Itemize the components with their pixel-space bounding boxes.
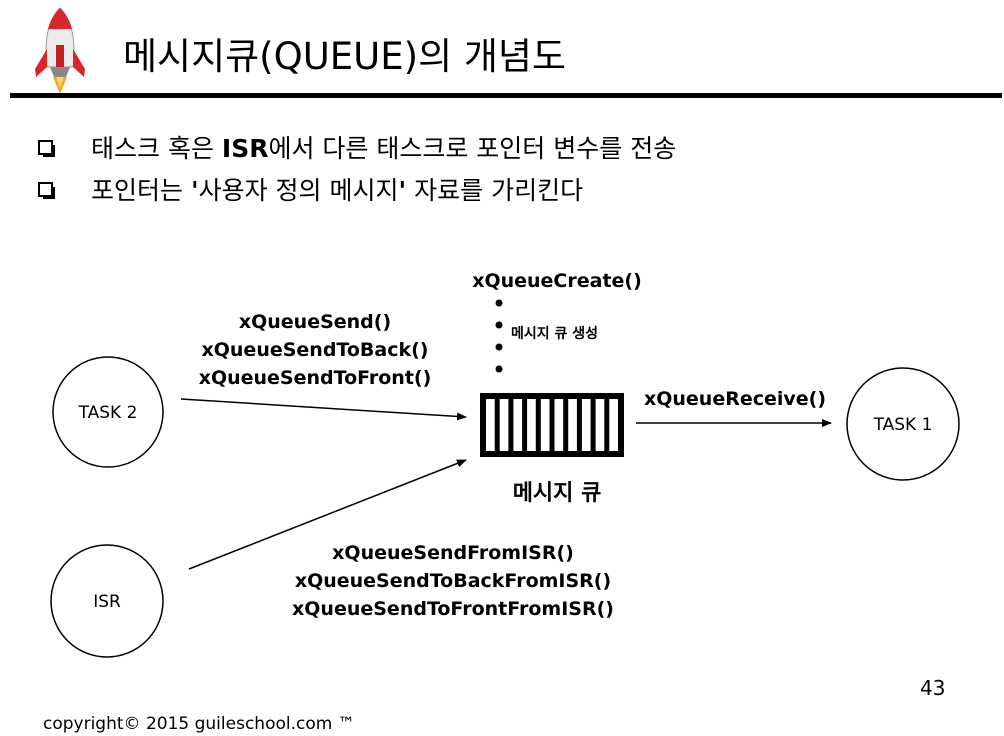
create-dot xyxy=(495,365,503,373)
checkbox-bullet-icon xyxy=(38,139,55,157)
queue-slot xyxy=(486,399,495,451)
title-divider xyxy=(10,93,1002,98)
bullet-item: 태스크 혹은 ISR에서 다른 태스크로 포인터 변수를 전송 xyxy=(38,129,676,165)
receive-fn-label: xQueueReceive() xyxy=(644,388,826,410)
queue-slot xyxy=(499,399,509,451)
queue-slot xyxy=(554,399,564,451)
isr-fn-label: xQueueSendToFrontFromISR() xyxy=(292,598,614,620)
queue-slot xyxy=(568,399,577,451)
create-dot xyxy=(495,299,503,307)
send-fn-label: xQueueSendToFront() xyxy=(199,367,432,389)
queue-slot xyxy=(540,399,550,451)
send-fn-label: xQueueSendToBack() xyxy=(202,339,429,361)
rocket-icon xyxy=(35,7,85,94)
task1-node xyxy=(846,367,960,481)
task2-label: TASK 2 xyxy=(78,403,138,423)
isr-node xyxy=(50,544,164,658)
queue-slot xyxy=(595,399,605,451)
create-dot xyxy=(495,343,503,351)
queue-slot xyxy=(581,399,591,451)
bullet-text: 포인터는 '사용자 정의 메시지' 자료를 가리킨다 xyxy=(91,176,584,205)
send-arrow xyxy=(180,398,467,421)
queue-label: 메시지 큐 xyxy=(513,481,602,506)
bullet-text: 태스크 혹은 ISR에서 다른 태스크로 포인터 변수를 전송 xyxy=(91,134,677,163)
create-fn-label: xQueueCreate() xyxy=(472,270,642,292)
send-fn-label: xQueueSend() xyxy=(239,311,391,333)
task2-node xyxy=(52,356,164,468)
slide-title: 메시지큐(QUEUE)의 개념도 xyxy=(123,35,566,78)
isr-label: ISR xyxy=(93,592,121,612)
create-note-label: 메시지 큐 생성 xyxy=(511,326,598,342)
isr-fn-label: xQueueSendFromISR() xyxy=(332,542,574,564)
create-dot xyxy=(495,321,503,329)
isr-send-arrow xyxy=(188,459,467,570)
message-queue xyxy=(480,393,624,457)
bullet-item: 포인터는 '사용자 정의 메시지' 자료를 가리킨다 xyxy=(38,171,583,207)
copyright-footer: copyright© 2015 guileschool.com ™ xyxy=(43,714,355,734)
queue-slot xyxy=(609,399,618,451)
checkbox-bullet-icon xyxy=(38,181,55,199)
page-number: 43 xyxy=(920,676,946,700)
queue-slot xyxy=(527,399,536,451)
task1-label: TASK 1 xyxy=(873,415,933,435)
isr-fn-label: xQueueSendToBackFromISR() xyxy=(295,570,611,592)
queue-slot xyxy=(513,399,523,451)
